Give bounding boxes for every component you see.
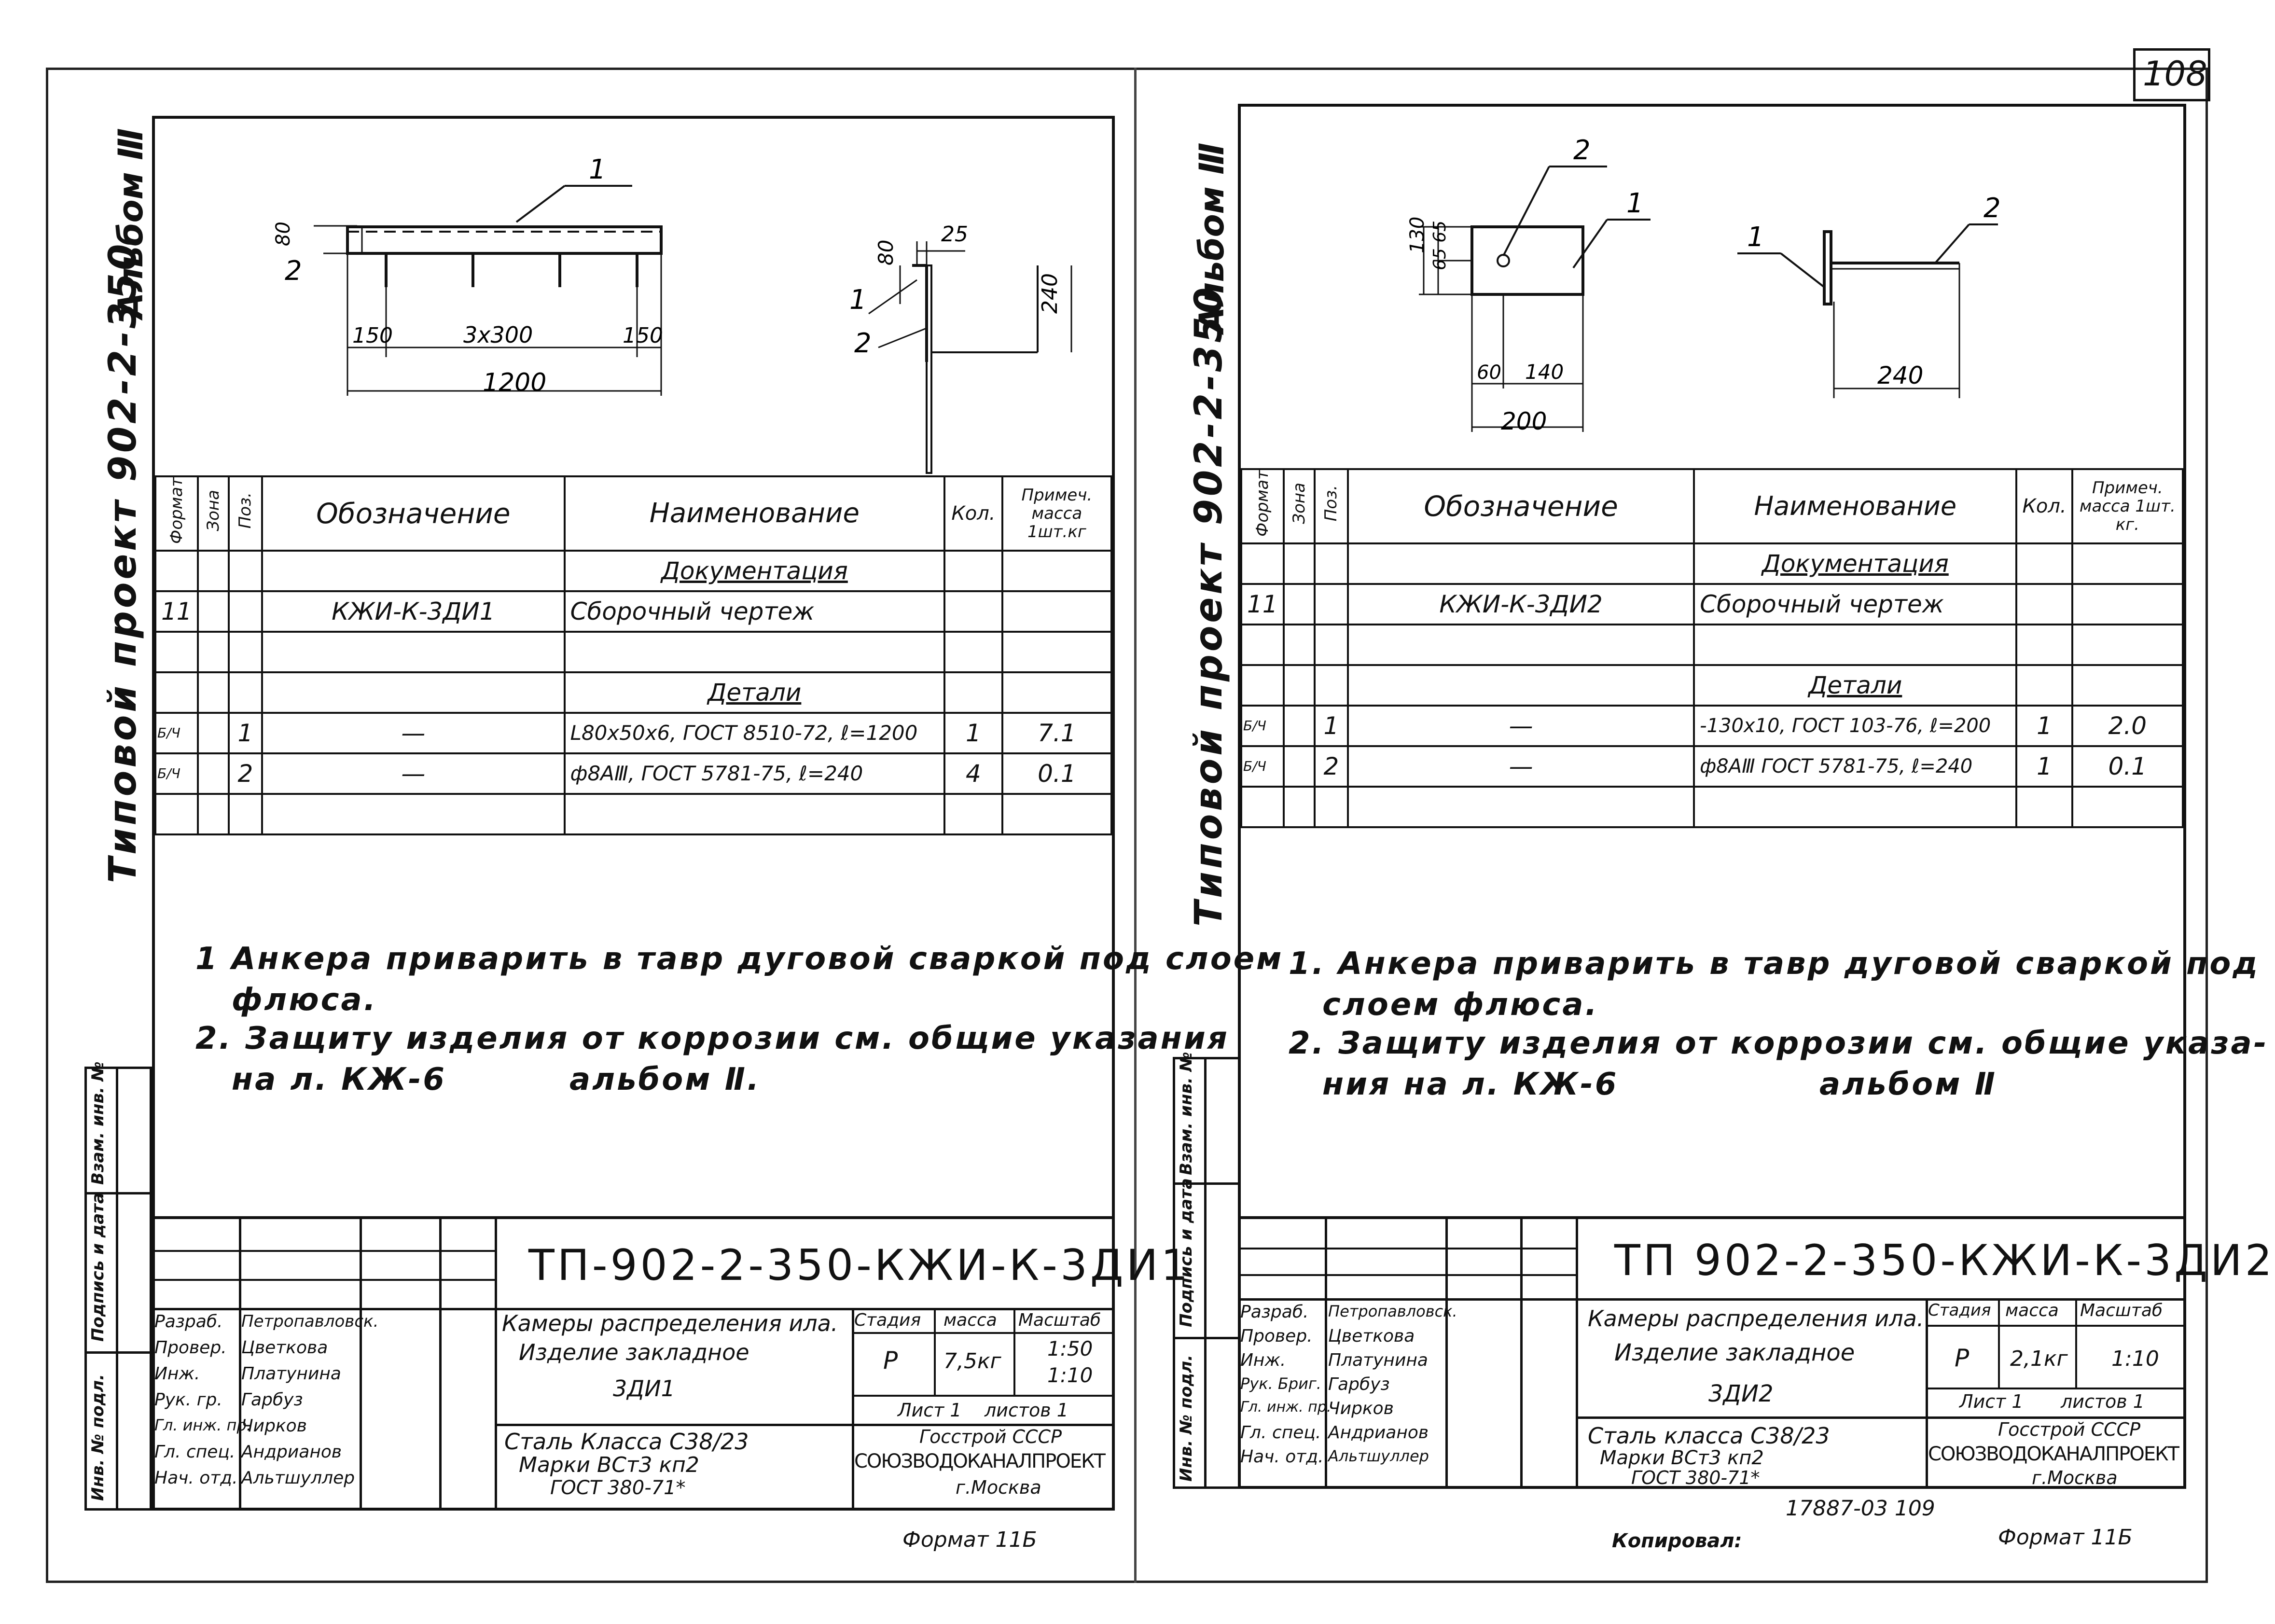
mat-3: ГОСТ 380-71* <box>550 1477 686 1499</box>
section-docs: Документация <box>661 556 848 585</box>
spec-table-right: Формат Зона Поз. Обозначение Наименовани… <box>1240 468 2184 828</box>
drawing-left: 1 2 80 150 3x300 150 1200 25 80 240 1 2 <box>272 154 1072 474</box>
svg-text:150: 150 <box>352 323 393 348</box>
stamp-inv: Инв. № подл. <box>88 1374 108 1501</box>
svg-text:240: 240 <box>1038 273 1062 314</box>
side-stamp-right <box>1173 1057 1240 1489</box>
h-format: Формат <box>154 475 199 552</box>
side-stamp-left <box>84 1067 152 1511</box>
page-number: 108 <box>2143 54 2207 94</box>
note-1b: флюса. <box>232 982 378 1018</box>
stamp-replace: Взам. инв. № <box>88 1061 108 1185</box>
desc-3: 3ДИ1 <box>613 1375 675 1402</box>
svg-text:60: 60 <box>1477 361 1501 384</box>
note-1: 1 Анкера приварить в тавр дуговой сварко… <box>195 941 1284 977</box>
dim-pos2: 2 <box>285 255 302 287</box>
doc-code-left: ТП-902-2-350-КЖИ-К-3ДИ1 <box>528 1240 1191 1290</box>
svg-text:1200: 1200 <box>483 368 546 397</box>
fold-line <box>1134 68 1137 1583</box>
page-number-box <box>2133 48 2210 101</box>
title-block-right <box>1238 1216 2186 1492</box>
svg-text:80: 80 <box>272 222 294 246</box>
project-label-left: Типовой проект 902-2-350 <box>101 241 145 883</box>
copied-by: Копировал: <box>1612 1530 1742 1552</box>
copy-code: 17887-03 109 <box>1786 1496 1935 1521</box>
note-2: 2. Защиту изделия от коррозии см. общие … <box>195 1021 1229 1056</box>
h-note: Примеч. масса 1шт.кг <box>1001 475 1113 552</box>
svg-text:140: 140 <box>1525 360 1564 384</box>
note-2b: на л. КЖ-6 <box>232 1062 446 1097</box>
desc-2: Изделие закладное <box>519 1339 749 1365</box>
table-row: Б/Ч 1 — -130x10, ГОСТ 103-76, ℓ=200 1 2.… <box>1240 704 2184 747</box>
svg-text:200: 200 <box>1501 407 1547 435</box>
svg-text:80: 80 <box>874 240 898 265</box>
table-row: Б/Ч 1 — L80x50x6, ГОСТ 8510-72, ℓ=1200 1… <box>154 711 1113 754</box>
svg-text:2: 2 <box>1984 193 2001 224</box>
outer-frame <box>46 68 2208 1583</box>
svg-text:65 65: 65 65 <box>1430 221 1450 270</box>
svg-text:1: 1 <box>849 284 867 316</box>
mat-1: Сталь Класса С38/23 <box>504 1429 749 1455</box>
h-qty: Кол. <box>943 475 1003 552</box>
sheet-right-frame <box>1238 104 2186 1489</box>
drawing-right: 2 1 130 65 65 60 140 200 1 2 240 <box>1406 135 2001 435</box>
h-pos: Поз. <box>227 475 264 552</box>
svg-text:150: 150 <box>623 323 663 348</box>
h-zone: Зона <box>196 475 230 552</box>
svg-text:1: 1 <box>1626 188 1644 219</box>
mat-2: Марки ВСт3 кп2 <box>519 1453 699 1477</box>
svg-text:2: 2 <box>1573 135 1591 166</box>
svg-text:240: 240 <box>1877 361 1923 389</box>
title-block-left <box>152 1216 1115 1513</box>
svg-text:1: 1 <box>1747 222 1764 253</box>
svg-text:2: 2 <box>854 328 872 359</box>
project-label-right: Типовой проект 902-2-350 <box>1187 284 1231 927</box>
spec-table-left: Формат Зона Поз. Обозначение Наименовани… <box>154 475 1113 835</box>
h-name: Наименование <box>563 475 946 552</box>
table-row: Б/Ч 2 — ф8АⅢ ГОСТ 5781-75, ℓ=240 1 0.1 <box>1240 745 2184 788</box>
note-2c: альбом Ⅱ. <box>569 1062 761 1097</box>
h-designation: Обозначение <box>261 475 566 552</box>
section-parts: Детали <box>707 678 802 707</box>
table-row: Б/Ч 2 — ф8АⅢ, ГОСТ 5781-75, ℓ=240 4 0.1 <box>154 752 1113 795</box>
desc-1: Камеры распределения ила. <box>502 1310 838 1336</box>
doc-code-right: ТП 902-2-350-КЖИ-К-3ДИ2 <box>1614 1235 2275 1285</box>
dim-pos1: 1 <box>589 154 606 185</box>
svg-text:25: 25 <box>941 222 968 247</box>
stamp-sign: Подпись и дата <box>88 1193 108 1342</box>
sheet-left-frame <box>152 116 1115 1511</box>
format-right: Формат 11Б <box>1998 1525 2133 1550</box>
svg-text:130: 130 <box>1406 217 1429 253</box>
format-left: Формат 11Б <box>902 1527 1037 1552</box>
svg-text:3x300: 3x300 <box>463 322 533 348</box>
